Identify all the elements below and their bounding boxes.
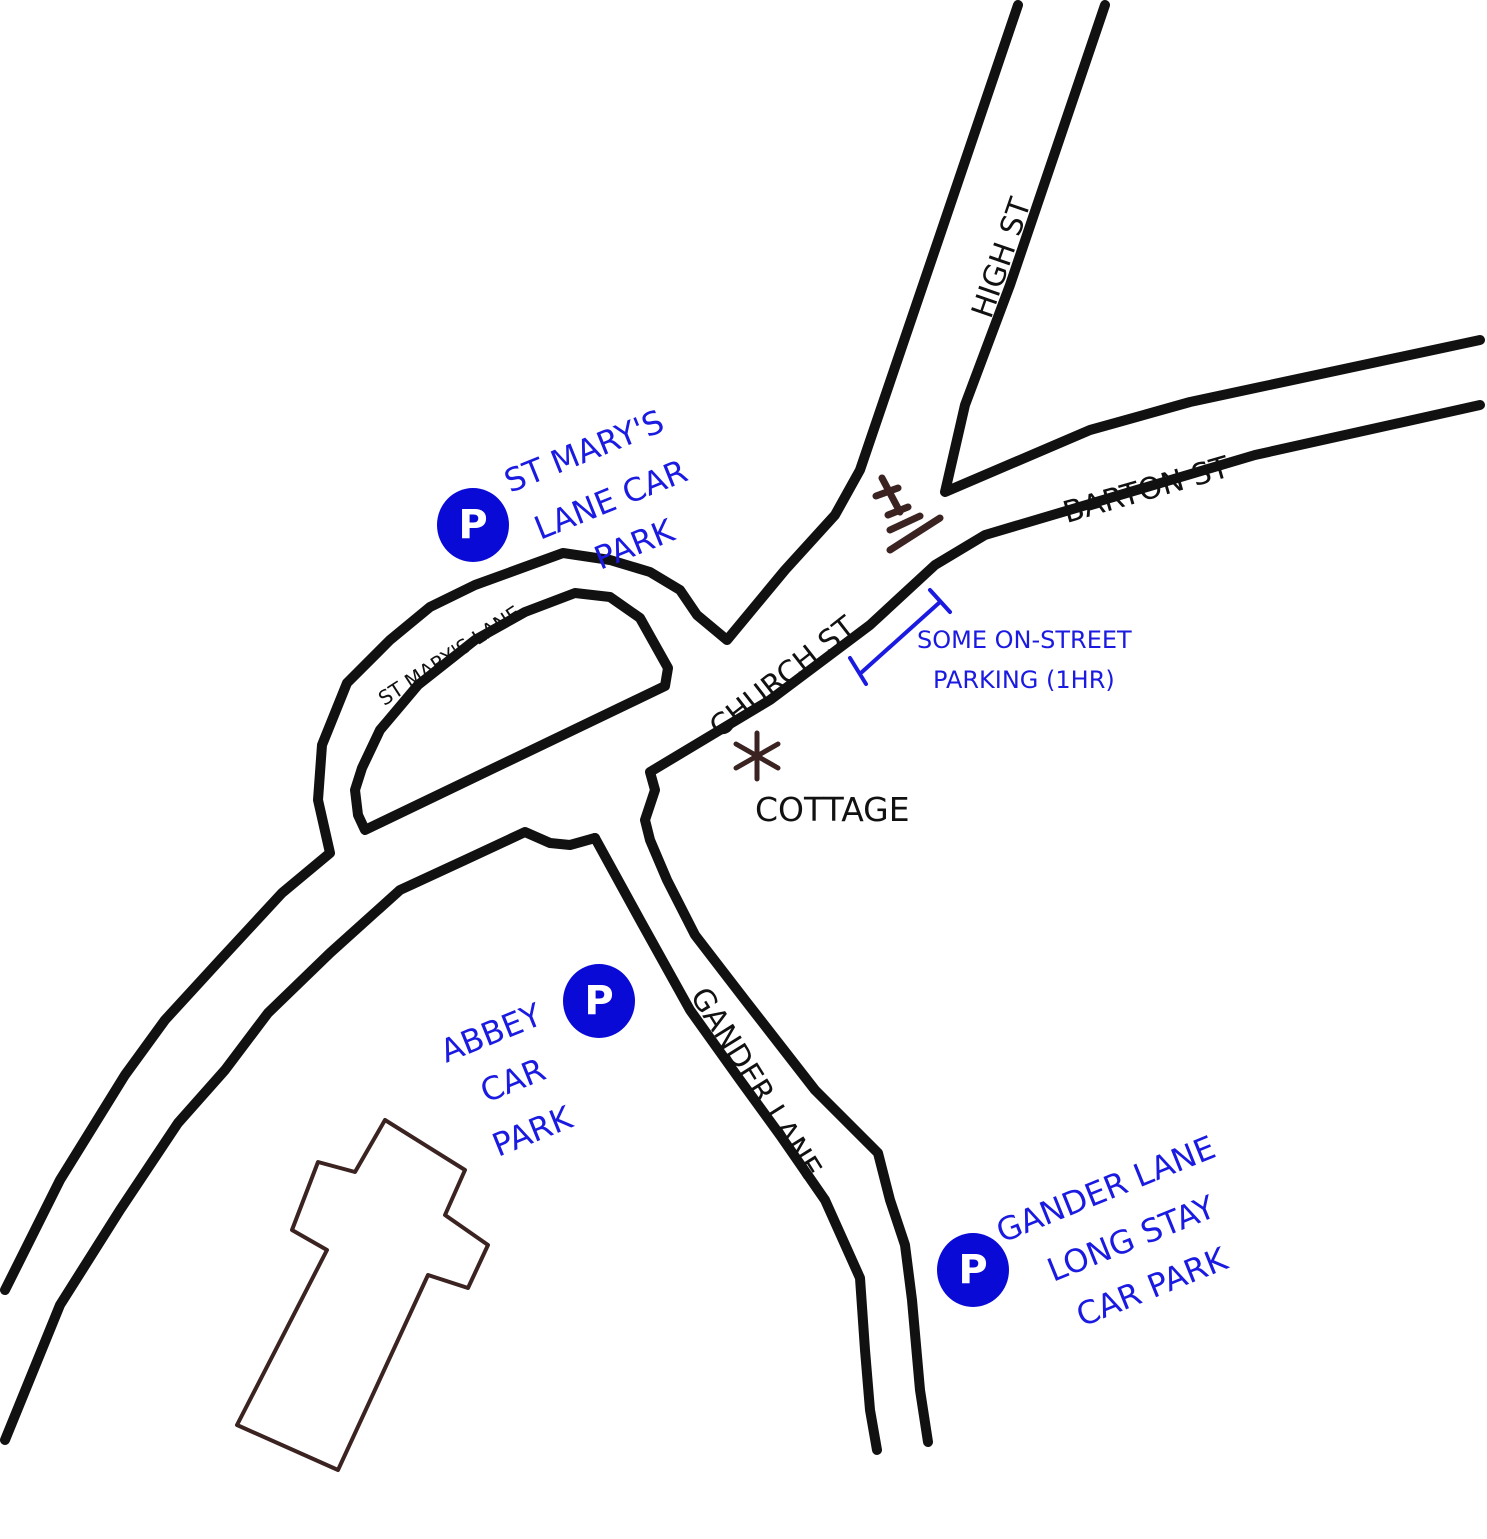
parking-icon-st-marys[interactable]: P: [437, 488, 509, 562]
road-south-west-edge: [0, 827, 600, 1445]
road-st-marys-inner-loop: [350, 588, 673, 835]
on-street-parking-bracket: [848, 588, 952, 686]
road-high-st-barton-edge: [940, 0, 1485, 497]
road-barton-church-gander-edge: [640, 400, 1485, 1447]
label-cottage: COTTAGE: [755, 790, 910, 829]
memorial-cross-icon: [872, 474, 944, 554]
asterisk-icon: [733, 730, 781, 782]
parking-icon-abbey[interactable]: P: [563, 964, 635, 1038]
parking-icon-gander[interactable]: P: [937, 1233, 1009, 1307]
on-street-parking-line1: SOME ON-STREET: [917, 626, 1132, 654]
road-gander-lane-west-edge: [590, 833, 882, 1455]
church-outline-icon: [235, 1118, 490, 1472]
on-street-parking-line2: PARKING (1HR): [933, 666, 1115, 694]
road-high-st-west-edge: [0, 0, 1023, 1295]
